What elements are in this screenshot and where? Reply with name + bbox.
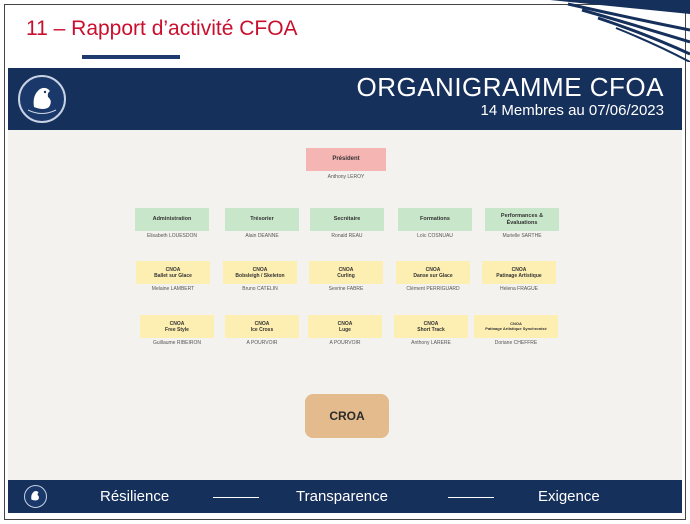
banner-subtitle: 14 Membres au 07/06/2023 — [480, 102, 664, 119]
bureau-name: Murielle SARTHE — [502, 233, 542, 239]
bureau-role: Performances & Évaluations — [500, 212, 544, 226]
cnoa-title: CNOA — [169, 320, 185, 327]
bureau-role: Trésorier — [250, 216, 274, 223]
cnoa-box: CNOA Ice Cross — [225, 315, 299, 338]
decorative-swoosh-icon — [550, 0, 690, 62]
cnoa-discipline: Short Track — [417, 326, 445, 333]
cnoa-title: CNOA — [425, 266, 441, 273]
cnoa-title: CNOA — [337, 320, 353, 327]
cnoa-discipline: Bobsleigh / Skeleton — [235, 272, 285, 279]
federation-rooster-logo-icon — [24, 485, 47, 508]
cnoa-discipline: Luge — [339, 326, 351, 333]
president-role: Président — [332, 155, 360, 162]
motto-separator — [213, 497, 259, 498]
cnoa-title: CNOA — [252, 266, 268, 273]
federation-rooster-logo-icon — [18, 75, 66, 123]
cnoa-discipline: Curling — [337, 272, 355, 279]
title-underline — [82, 55, 180, 59]
bureau-name: Ronald REAU — [331, 233, 363, 239]
cnoa-name: A POURVOIR — [329, 340, 361, 346]
bureau-box-performances: Performances & Évaluations — [485, 208, 559, 231]
slide-title: 11 – Rapport d’activité CFOA — [26, 17, 298, 40]
cnoa-box: CNOA Patinage Artistique — [482, 261, 556, 284]
cnoa-title: CNOA — [338, 266, 354, 273]
cnoa-title: CNOA — [254, 320, 270, 327]
cnoa-box: CNOA Bobsleigh / Skeleton — [223, 261, 297, 284]
bureau-name: Alain DEANNE — [245, 233, 279, 239]
cnoa-discipline: Ice Cross — [250, 326, 274, 333]
cnoa-name: Melaine LAMBERT — [151, 286, 195, 292]
cnoa-name: A POURVOIR — [246, 340, 278, 346]
cnoa-box: CNOA Free Style — [140, 315, 214, 338]
motto-separator — [448, 497, 494, 498]
cnoa-name: Helena FRAGUE — [499, 286, 539, 292]
cnoa-title: CNOA — [511, 266, 527, 273]
cnoa-box: CNOA Short Track — [394, 315, 468, 338]
org-chart: Président Anthony LEROY Administration E… — [8, 130, 682, 480]
footer-bar: Résilience Transparence Exigence — [8, 480, 682, 513]
cnoa-discipline: Ballet sur Glace — [154, 272, 192, 279]
bureau-name: Elisabeth LOUESDON — [146, 233, 198, 239]
cnoa-title: CNOA — [423, 320, 439, 327]
motto-transparence: Transparence — [296, 488, 388, 505]
bureau-box-administration: Administration — [135, 208, 209, 231]
cnoa-discipline: Free Style — [165, 326, 189, 333]
motto-resilience: Résilience — [100, 488, 170, 505]
cnoa-name: Doriane CHEFFRE — [494, 340, 538, 346]
cnoa-box: CNOA Luge — [308, 315, 382, 338]
cnoa-box: CNOA Patinage Artistique Synchronisé — [474, 315, 558, 338]
cnoa-name: Sevrine FABRE — [328, 286, 364, 292]
cnoa-name: Bruno CATELIN — [242, 286, 278, 292]
cnoa-name: Anthony LARERE — [411, 340, 451, 346]
president-name: Anthony LEROY — [327, 174, 365, 180]
cnoa-discipline: Patinage Artistique Synchronisé — [485, 325, 547, 331]
croa-label: CROA — [329, 409, 365, 423]
cnoa-box: CNOA Curling — [309, 261, 383, 284]
motto-exigence: Exigence — [538, 488, 600, 505]
slide-frame — [4, 4, 686, 520]
bureau-box-formations: Formations — [398, 208, 472, 231]
bureau-box-secretaire: Secrétaire — [310, 208, 384, 231]
president-box: Président — [306, 148, 386, 171]
org-chart-image: ORGANIGRAMME CFOA 14 Membres au 07/06/20… — [8, 68, 682, 513]
cnoa-name: Guillaume RIBEIRON — [152, 340, 202, 346]
cnoa-box: CNOA Ballet sur Glace — [136, 261, 210, 284]
bureau-name: Loïc COSNUAU — [417, 233, 453, 239]
bureau-role: Administration — [152, 216, 192, 223]
bureau-box-tresorier: Trésorier — [225, 208, 299, 231]
cnoa-title: CNOA — [510, 320, 522, 326]
cnoa-discipline: Danse sur Glace — [413, 272, 453, 279]
bureau-role: Formations — [420, 216, 450, 223]
cnoa-name: Clément PERRIGUARD — [406, 286, 460, 292]
banner-title: ORGANIGRAMME CFOA — [356, 72, 664, 102]
cnoa-title: CNOA — [165, 266, 181, 273]
croa-box: CROA — [305, 394, 389, 438]
cnoa-discipline: Patinage Artistique — [496, 272, 542, 279]
bureau-role: Secrétaire — [333, 216, 361, 223]
cnoa-box: CNOA Danse sur Glace — [396, 261, 470, 284]
banner: ORGANIGRAMME CFOA 14 Membres au 07/06/20… — [8, 68, 682, 130]
